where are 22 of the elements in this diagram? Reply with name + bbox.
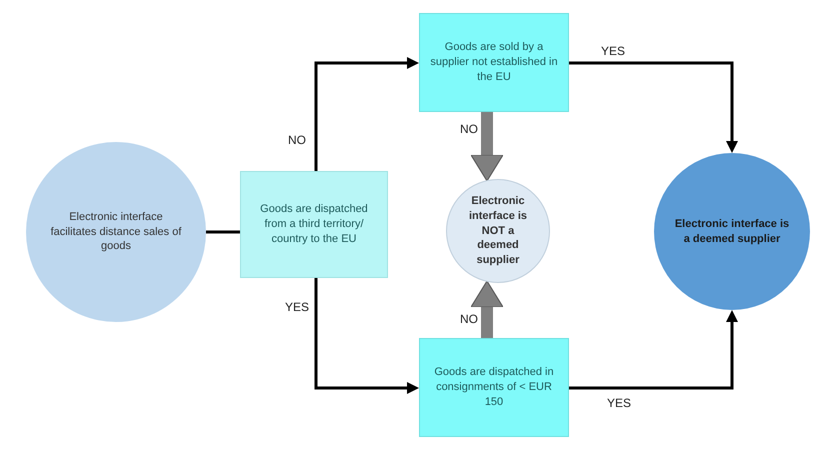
block-arrow [470,280,504,338]
node-text: Electronic interface facilitates distance sales of goods [50,210,182,254]
arrow [314,278,419,394]
decision-box [419,13,569,112]
decision-box [419,338,569,437]
arrow [569,310,738,390]
edge-label: NO [458,312,480,326]
arrow [569,62,738,153]
edge-label: NO [458,122,480,136]
block-arrow [470,112,504,182]
node-text: Goods are sold by a supplier not established in the EU [429,40,559,85]
decision-box [240,171,388,278]
edge-label: YES [283,300,312,314]
node-text: Electronic interface is NOT a deemed supplier [468,194,528,268]
node-text: Goods are dispatched from a third territory/ country to the EU [259,202,369,247]
node-text: Electronic interface is a deemed supplier [674,216,790,246]
node-text: Goods are dispatched in consignments of < EUR 150 [433,365,555,410]
edge-label: YES [605,396,634,410]
edge-label: YES [599,44,628,58]
connector-line [206,230,240,234]
edge-label: NO [286,133,308,148]
arrow [314,57,419,171]
